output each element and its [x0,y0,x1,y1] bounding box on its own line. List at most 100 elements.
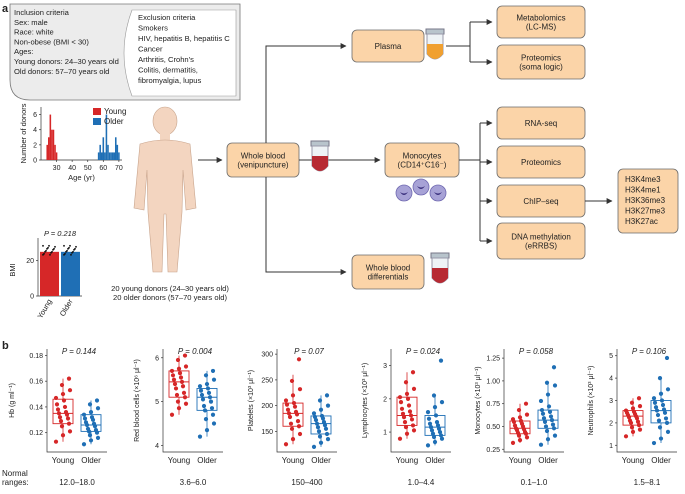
data-point [174,392,180,398]
data-point [181,390,187,395]
data-point [547,409,553,414]
y-tick-label: 0.16 [29,379,43,386]
bmi-point [49,253,51,256]
y-tick-label: 4 [155,443,159,450]
bmi-bar [40,251,59,296]
data-point [430,431,436,436]
data-point [399,406,405,411]
blood-tube-icon [310,140,330,172]
bmi-point [48,244,50,247]
data-point [663,416,669,421]
y-tick-label: 0 [33,158,37,165]
data-point [210,412,216,417]
exclusion-line: Smokers [138,24,168,33]
data-point [652,400,658,405]
data-point [542,419,548,425]
monocyte-cell-icon [429,184,447,202]
data-point [623,434,629,439]
data-point [95,406,101,411]
data-point [658,436,664,441]
data-point [290,393,296,398]
data-point [204,427,210,433]
data-point [438,433,444,438]
data-point [636,423,642,428]
y-tick-label: 1 [609,443,613,450]
y-tick-label: 2 [383,396,387,403]
data-point [83,420,89,425]
data-point [653,405,659,410]
data-point [54,402,60,407]
data-point [182,395,188,400]
bmi-point [42,253,44,256]
data-point [429,428,435,433]
data-point [180,384,186,389]
data-point [290,437,296,442]
hist-bar [51,129,53,160]
panel-axes [46,349,107,453]
y-tick-label: 4 [609,376,613,383]
data-point [438,358,444,363]
monocyte-cell-icon [395,184,413,202]
panel-axes [390,349,451,453]
data-point [177,371,183,376]
bmi-point [63,244,65,247]
data-point [404,391,410,396]
data-point [172,381,178,387]
data-point [210,368,216,374]
data-point [81,412,87,417]
data-point [544,380,550,385]
data-point [660,402,666,408]
data-point [325,437,331,442]
data-point [200,397,206,402]
data-point [661,407,667,412]
category-label: Young [52,456,74,465]
data-point [315,425,321,430]
data-point [538,398,544,404]
metabolomics-box: Metabolomics(LC-MS) [496,5,586,39]
data-point [411,386,417,391]
data-point [207,395,213,400]
svg-text:(eRRBS): (eRRBS) [525,242,557,251]
data-point [651,440,657,446]
data-point [85,426,91,431]
svg-text:Whole blood: Whole blood [366,264,410,273]
data-point [89,415,95,420]
data-point [408,413,414,418]
data-point [169,412,175,417]
data-point [53,395,59,401]
data-point [425,410,431,415]
flow-arrow [265,177,347,275]
data-point [94,398,100,403]
bmi-point [65,250,67,253]
data-point [425,443,431,448]
data-point [286,411,292,416]
data-point [545,392,551,397]
data-point [524,435,530,440]
data-point [176,406,182,411]
bmi-point [69,244,71,247]
data-point [402,419,408,425]
data-point [289,426,295,431]
pvalue-label: P = 0.004 [178,347,213,356]
data-point [88,438,94,443]
data-point [321,420,327,425]
data-point [545,437,551,442]
data-point [627,418,633,423]
svg-text:Plasma: Plasma [375,42,402,51]
data-point [56,411,62,416]
normal-range-value: 150–400 [291,478,323,487]
inclusion-line: Inclusion criteria [14,8,70,17]
y-axis-label: Monocytes (×10³ μl⁻¹) [475,366,482,434]
data-point [410,370,416,375]
exclusion-line: fibromyalgia, lupus [138,76,202,85]
data-point [636,396,642,401]
data-point [59,382,65,388]
data-point [66,421,72,426]
